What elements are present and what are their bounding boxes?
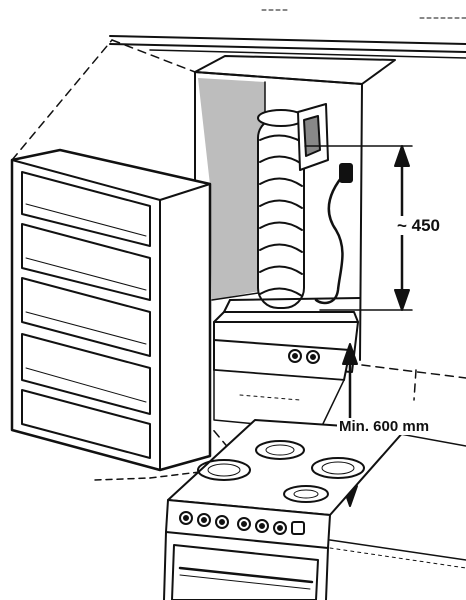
hood-base — [213, 297, 361, 323]
minimum-clearance-label: Min. 600 mm — [337, 418, 432, 435]
range-hood — [213, 321, 359, 431]
ventilation-duct — [257, 103, 329, 309]
height-dimension-label: ~ 450 — [395, 216, 443, 235]
power-cable — [314, 163, 353, 305]
dashed-outline — [11, 39, 466, 481]
height-dimension-arrow — [304, 145, 413, 311]
cooker — [163, 419, 406, 600]
ceiling-lines — [109, 9, 466, 59]
wall-cabinet — [10, 148, 212, 472]
